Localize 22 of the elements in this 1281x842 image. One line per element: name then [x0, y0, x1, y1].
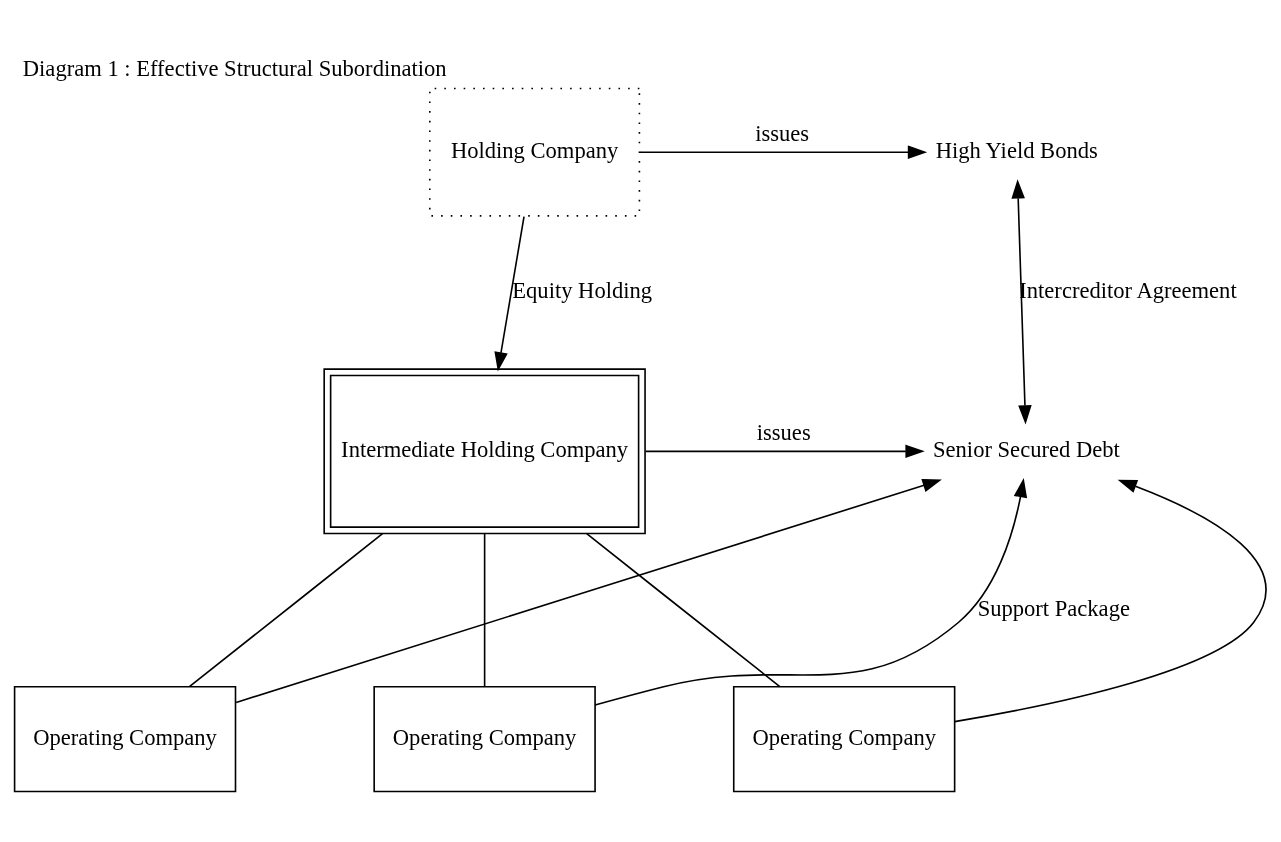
arrow	[235, 478, 942, 703]
edge-label: issues	[756, 419, 811, 445]
node-box: Operating Company	[732, 685, 956, 792]
connector	[188, 532, 384, 687]
node-box: Operating Company	[13, 685, 237, 792]
edge-label: Support Package	[977, 595, 1130, 621]
node-box: Holding Company	[429, 87, 641, 217]
arrow	[639, 144, 928, 159]
arrow	[953, 479, 1267, 722]
connector	[483, 532, 486, 687]
arrow	[644, 444, 925, 458]
connector	[585, 532, 781, 687]
node-box: Intermediate Holding Company	[323, 367, 646, 534]
edge-label: issues	[755, 120, 810, 146]
arrow	[494, 215, 525, 371]
node-text: High Yield Bonds	[935, 137, 1098, 163]
arrow	[594, 477, 1028, 706]
node-text: Senior Secured Debt	[933, 436, 1120, 462]
diagram-title: Diagram 1 : Effective Structural Subordination	[22, 55, 447, 81]
arrow	[1011, 178, 1032, 425]
edge-label: Equity Holding	[512, 277, 653, 303]
node-box: Operating Company	[373, 685, 596, 792]
